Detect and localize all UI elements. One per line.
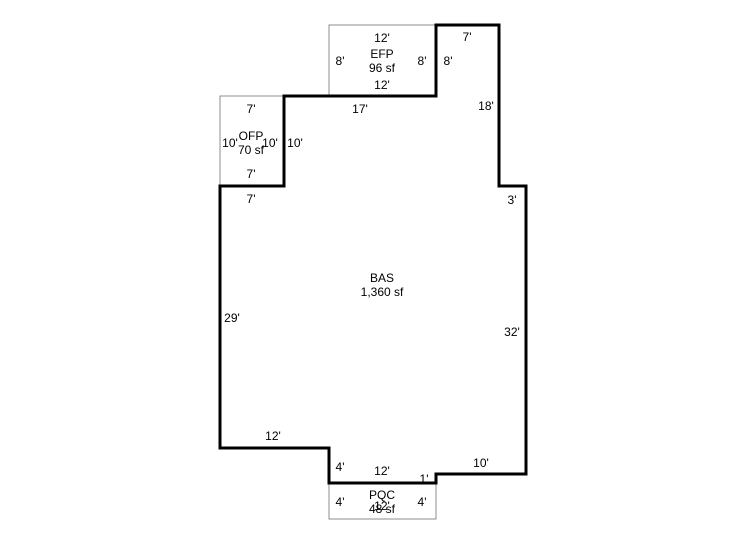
bas-outline: [218, 23, 528, 485]
efp-left-dimension: 8': [336, 54, 345, 68]
bas-area: 1,360 sf: [361, 285, 404, 299]
ofp-right-dimension: 10': [262, 136, 278, 150]
pqc-label: PQC: [369, 488, 395, 502]
ofp-left-dimension: 10': [222, 136, 238, 150]
bas-right-dimension: 32': [504, 325, 520, 339]
efp-top-dimension: 12': [374, 31, 390, 45]
bas-notch-dimension: 3': [508, 193, 517, 207]
bas-ofp-right-dimension: 10': [287, 136, 303, 150]
bas-step-left-dimension: 4': [336, 460, 345, 474]
efp-area: 96 sf: [369, 61, 396, 75]
pqc-left-dimension: 4': [336, 495, 345, 509]
ofp-top-dimension: 7': [247, 102, 256, 116]
bas-bottom-left-dimension: 12': [265, 429, 281, 443]
efp-label: EFP: [370, 47, 393, 61]
bas-right-upper-dimension: 8': [444, 54, 453, 68]
efp-right-dimension: 8': [418, 54, 427, 68]
bas-bottom-mid-dimension: 12': [374, 464, 390, 478]
ofp-label: OFP: [239, 129, 264, 143]
pqc-area: 48 sf: [369, 502, 396, 516]
bas-left-dimension: 29': [224, 311, 240, 325]
bas-right-18-dimension: 18': [478, 99, 494, 113]
efp-bottom-dimension: 12': [374, 78, 390, 92]
bas-top-right-dimension: 7': [463, 30, 472, 44]
pqc-bottom-dimension: 12': [374, 499, 390, 513]
ofp-bottom-dimension: 7': [247, 167, 256, 181]
bas-bottom-right-dimension: 10': [473, 456, 489, 470]
pqc-right-dimension: 4': [418, 495, 427, 509]
bas-left-top-dimension: 7': [247, 192, 256, 206]
bas-step-right-dimension: 1': [420, 472, 429, 486]
bas-label: BAS: [370, 271, 394, 285]
ofp-area: 70 sf: [238, 143, 265, 157]
bas-top-mid-dimension: 17': [352, 102, 368, 116]
